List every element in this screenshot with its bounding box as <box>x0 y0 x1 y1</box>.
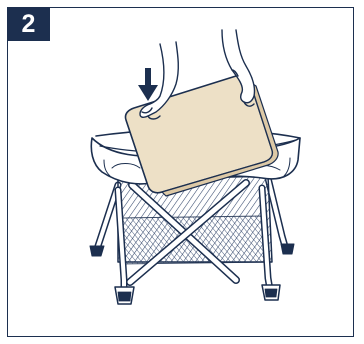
down-arrow-icon <box>138 68 158 101</box>
